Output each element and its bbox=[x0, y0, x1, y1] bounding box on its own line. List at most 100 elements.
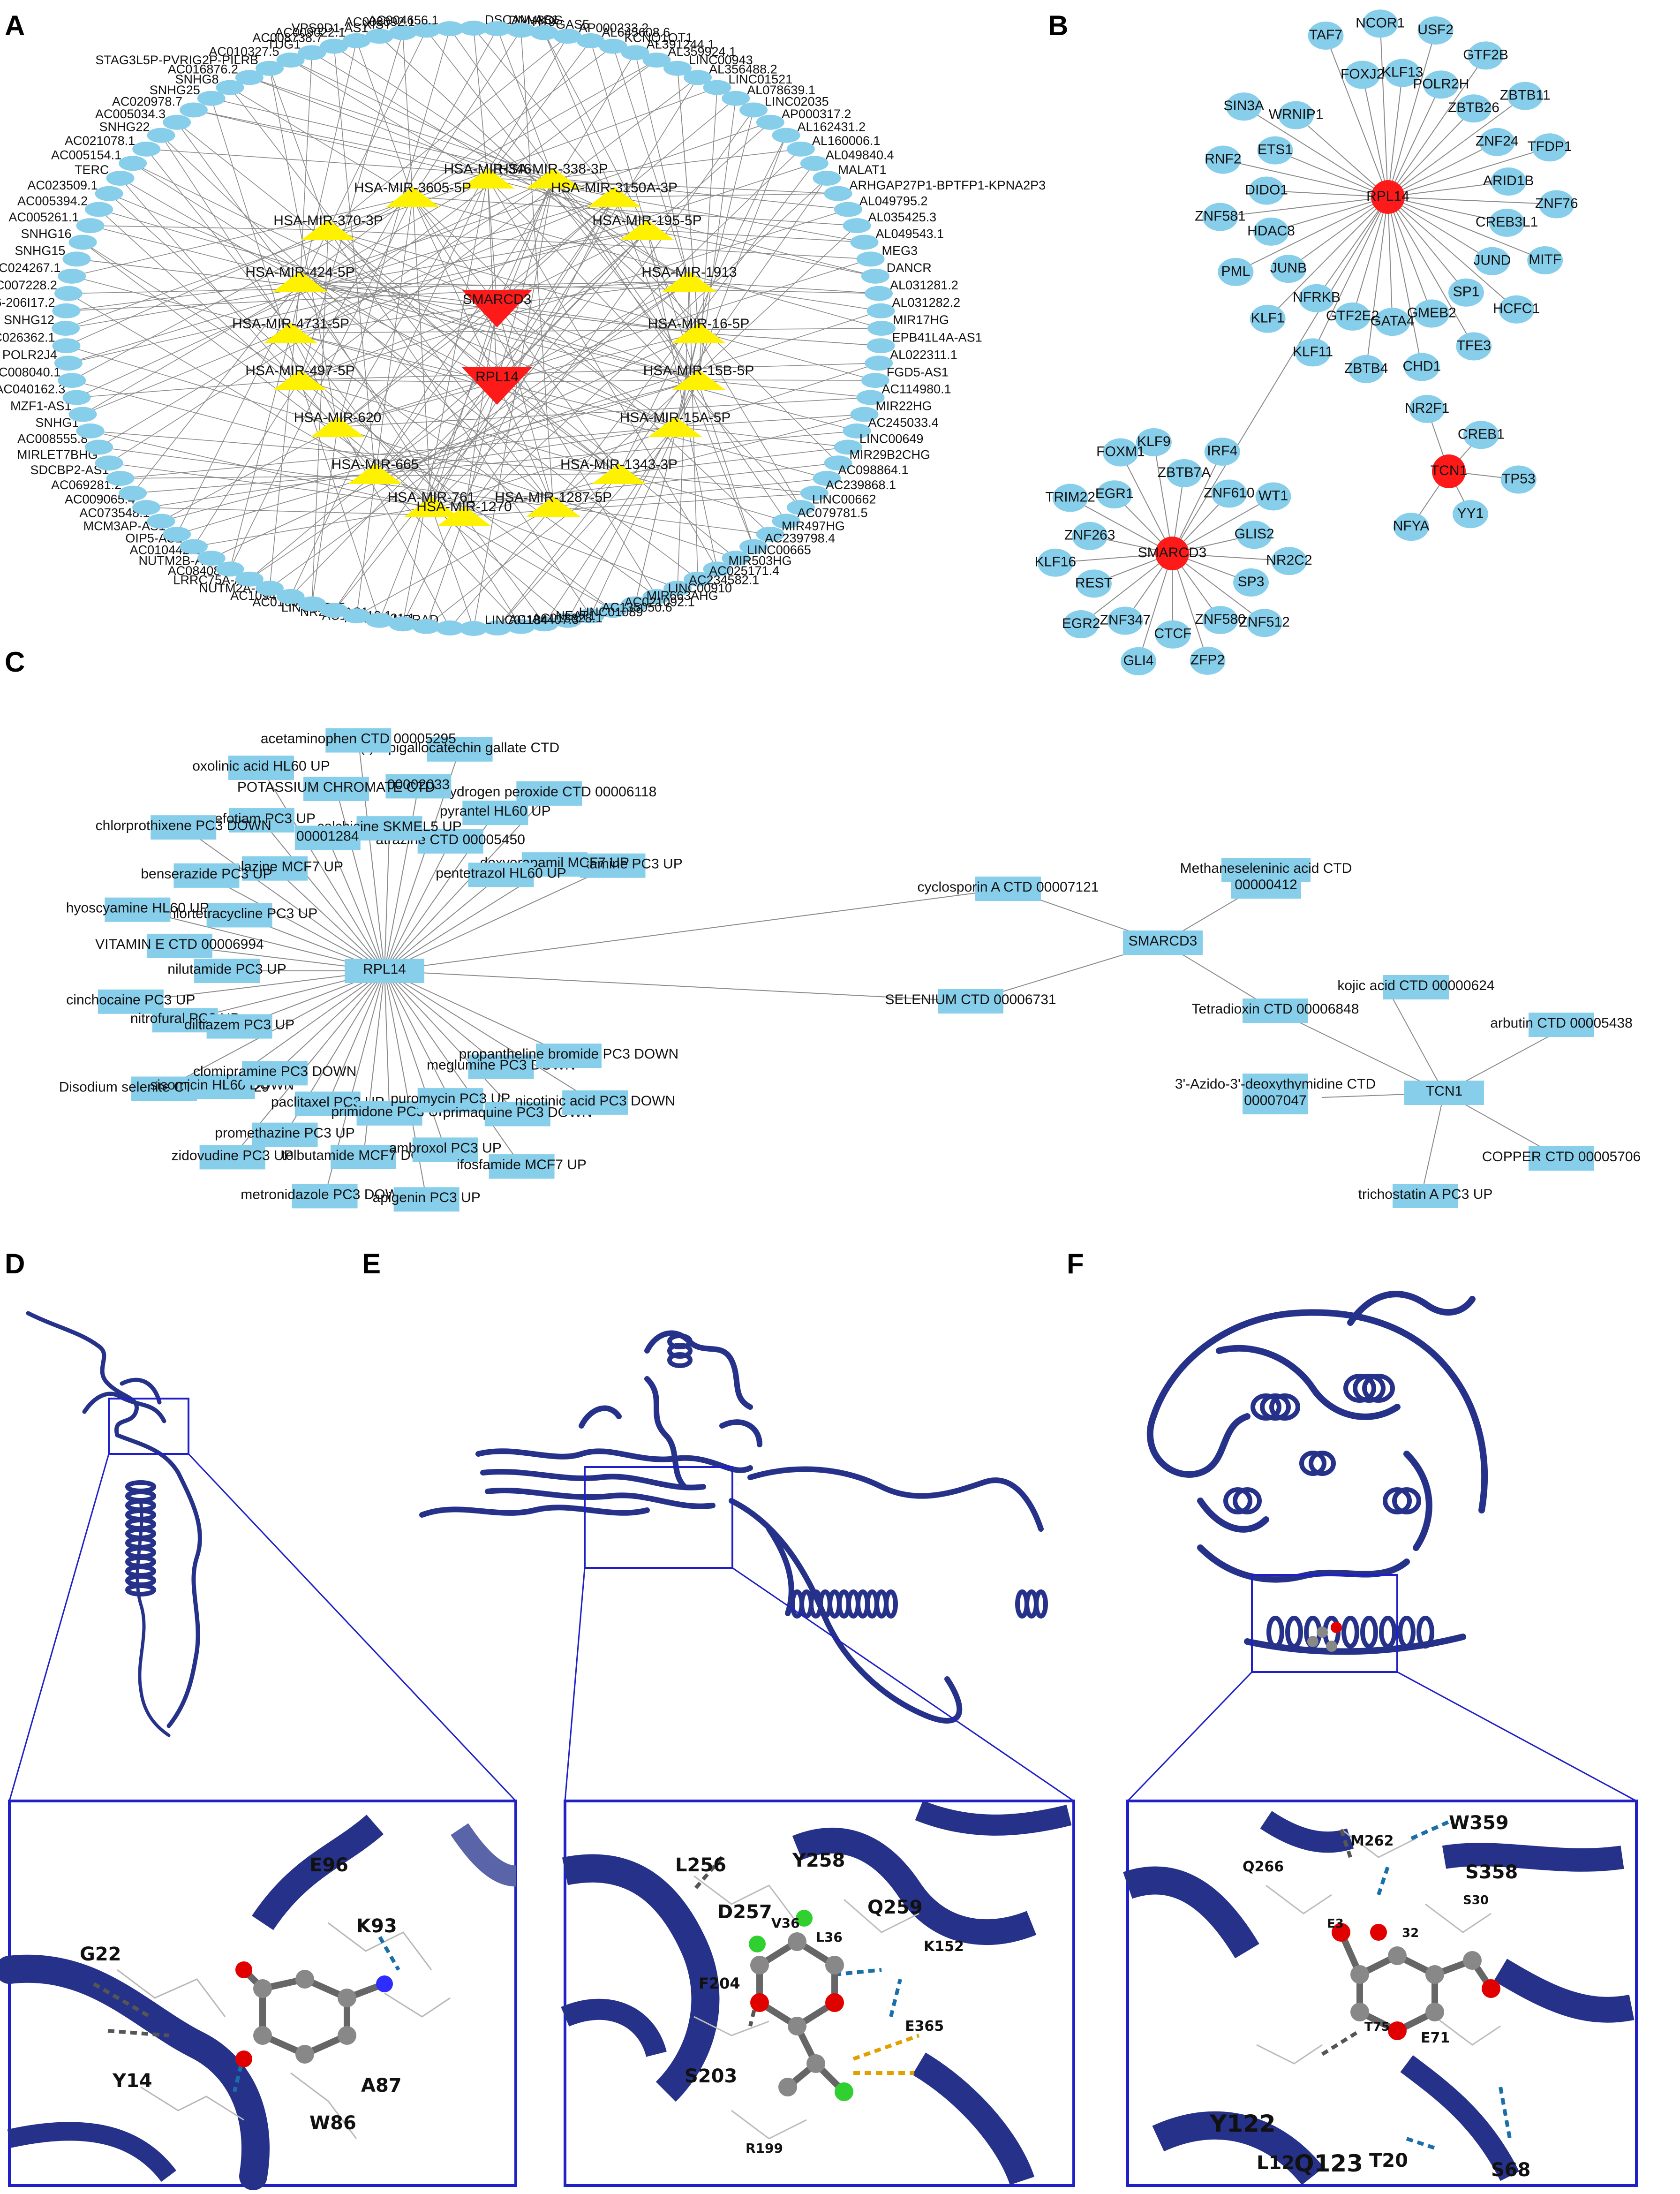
edge-a-lnc-mir-b-85 bbox=[76, 259, 699, 333]
tf-label-rpl14_tfs-23: GTF2E2 bbox=[1326, 308, 1379, 324]
lncrna-node-107 bbox=[436, 21, 464, 36]
lncrna-label-77: AC040162.3 bbox=[0, 382, 65, 396]
lncrna-label-37: AC239868.1 bbox=[826, 478, 896, 492]
lncrna-label-24: DANCR bbox=[887, 261, 932, 275]
residue-label-f-3: S358 bbox=[1465, 1861, 1518, 1883]
residue-label-d-4: A87 bbox=[361, 2075, 402, 2096]
tf-label-rpl14_tfs-6: GTF2B bbox=[1463, 47, 1508, 62]
tf-label-smarcd3_tfs-16: KLF16 bbox=[1035, 554, 1076, 570]
protein-d-helix bbox=[128, 1483, 154, 1594]
lncrna-node-21 bbox=[843, 218, 871, 233]
lncrna-node-93 bbox=[147, 128, 175, 143]
edge-b-rpl14_tfs-0 bbox=[1326, 36, 1388, 197]
mirna-label-14: HSA-MIR-665 bbox=[331, 457, 419, 472]
mirna-label-3: HSA-MIR-3150A-3P bbox=[551, 180, 678, 196]
lncrna-node-88 bbox=[85, 202, 113, 217]
drug-node-rpl14-34-label: ambroxol PC3 UP bbox=[389, 1140, 502, 1156]
edge-c-rpl14-35 bbox=[384, 971, 451, 1100]
lncrna-node-12 bbox=[722, 91, 750, 106]
mirna-label-7: HSA-MIR-1913 bbox=[641, 265, 737, 280]
zoom-panel-f: W359 M262 Q266 S358 S30 E71 Y122 Q123 L1… bbox=[1128, 1801, 1636, 2186]
tf-label-rpl14_tfs-14: MITF bbox=[1529, 252, 1561, 267]
drug-node-rpl14-40-label: propantheline bromide PC3 DOWN bbox=[459, 1046, 679, 1062]
drug-node-tcn1-0-label: Tetradioxin CTD 00006848 bbox=[1192, 1001, 1359, 1017]
lncrna-node-13 bbox=[739, 102, 768, 117]
edge-a-lnc-mir-69 bbox=[161, 427, 338, 521]
lncrna-label-28: EPB41L4A-AS1 bbox=[892, 330, 982, 344]
drug-node-tcn1-6-label: trichostatin A PC3 UP bbox=[1358, 1187, 1493, 1202]
lncrna-label-34: LINC00649 bbox=[859, 432, 924, 446]
zoom-line-d-right bbox=[188, 1454, 516, 1801]
drug-node-rpl14-36-label: ifosfamide MCF7 UP bbox=[457, 1157, 587, 1173]
residue-label-f-9: S68 bbox=[1491, 2159, 1530, 2181]
mirna-label-12: HSA-MIR-620 bbox=[294, 410, 382, 425]
tf-label-smarcd3_tfs-6: NR2C2 bbox=[1266, 552, 1312, 568]
lncrna-node-67 bbox=[180, 539, 208, 554]
tf-label-rpl14_tfs-15: JUND bbox=[1473, 253, 1511, 268]
drug-node-rpl14-28-label: promethazine PC3 UP bbox=[215, 1126, 354, 1141]
lncrna-node-69 bbox=[147, 514, 175, 529]
lncrna-label-16: AL160006.1 bbox=[812, 134, 881, 148]
zoom-line-d-left bbox=[9, 1454, 109, 1801]
residue-label-d-5: W86 bbox=[309, 2112, 356, 2134]
drug-node-rpl14-4-label: pyrantel HL60 UP bbox=[440, 803, 551, 819]
mirna-label-13: HSA-MIR-15A-5P bbox=[620, 410, 731, 425]
lncrna-node-76 bbox=[69, 407, 97, 422]
tf-label-rpl14_tfs-22: ZBTB4 bbox=[1344, 361, 1388, 376]
tf-label-smarcd3_tfs-17: ZNF263 bbox=[1064, 528, 1115, 543]
residue-label-f-13: T20 bbox=[1369, 2150, 1408, 2171]
residue-label-f-1: M262 bbox=[1350, 1833, 1394, 1849]
drug-node-rpl14-3-label: hydrogen peroxide CTD 00006118 bbox=[442, 784, 656, 800]
edge-c-rpl14-5 bbox=[384, 841, 451, 971]
residue-label-d-3: Y14 bbox=[112, 2070, 152, 2092]
lncrna-label-79: POLR2J4 bbox=[2, 348, 57, 362]
lncrna-node-77 bbox=[62, 390, 90, 405]
edge-a-mir-hub-2-0 bbox=[413, 197, 497, 305]
zoom-line-e-right bbox=[732, 1568, 1074, 1801]
zoom-panel-d: E96 G22 K93 Y14 A87 W86 bbox=[9, 1801, 516, 2186]
lncrna-node-15 bbox=[772, 128, 800, 143]
tf-label-rpl14_tfs-33: ETS1 bbox=[1258, 142, 1293, 158]
lncrna-label-27: MIR17HG bbox=[893, 313, 949, 327]
edge-c-shared-rpl14-0 bbox=[384, 889, 1008, 971]
residue-label-e-3: Q259 bbox=[867, 1897, 923, 1918]
edge-a-lnc-mir-1 bbox=[497, 29, 553, 178]
tf-label-smarcd3_tfs-2: IRF4 bbox=[1207, 443, 1237, 459]
edge-c-shared-rpl14-1 bbox=[384, 971, 971, 1001]
tf-label-smarcd3_tfs-15: REST bbox=[1075, 575, 1113, 590]
mirna-label-9: HSA-MIR-16-5P bbox=[648, 316, 750, 332]
lncrna-label-87: AC005261.1 bbox=[8, 210, 79, 224]
lncrna-node-22 bbox=[850, 235, 878, 250]
tf-label-smarcd3_tfs-4: WT1 bbox=[1258, 488, 1288, 503]
hub-node-c-1-label: SMARCD3 bbox=[1129, 933, 1198, 949]
lncrna-node-20 bbox=[834, 202, 862, 217]
lncrna-label-89: AC023509.1 bbox=[27, 178, 98, 192]
lncrna-node-1 bbox=[483, 21, 512, 36]
tf-label-tcn1_tfs-3: YY1 bbox=[1457, 506, 1484, 521]
lncrna-node-83 bbox=[54, 286, 83, 301]
edge-a-lnc-mir-56 bbox=[426, 516, 464, 627]
lncrna-label-22: AL049543.1 bbox=[875, 227, 944, 241]
drug-node-rpl14-39-label: nicotinic acid PC3 DOWN bbox=[515, 1093, 675, 1109]
edge-c-rpl14-39 bbox=[384, 971, 595, 1103]
tf-label-rpl14_tfs-10: TFDP1 bbox=[1527, 139, 1572, 154]
lncrna-node-66 bbox=[197, 551, 226, 566]
lncrna-label-14: AP000317.2 bbox=[782, 107, 851, 121]
zoom-panel-e: L256 Y258 D257 Q259 V36 L36 K152 F204 E3… bbox=[565, 1801, 1074, 2186]
lncrna-node-82 bbox=[52, 303, 80, 318]
lncrna-node-74 bbox=[85, 439, 113, 454]
zoom-line-f-right bbox=[1397, 1672, 1636, 1801]
residue-label-f-4: S30 bbox=[1463, 1893, 1489, 1907]
tf-label-smarcd3_tfs-9: ZNF580 bbox=[1195, 612, 1245, 627]
edge-a-mir-hub-18-0 bbox=[464, 305, 497, 516]
drug-node-shared-0-label: cyclosporin A CTD 00007121 bbox=[918, 879, 1099, 895]
lncrna-label-32: MIR22HG bbox=[875, 399, 932, 413]
lncrna-label-80: AC026362.1 bbox=[0, 330, 55, 344]
hub-label-a-1: RPL14 bbox=[475, 369, 519, 385]
edge-c-tcn1-5 bbox=[1421, 1093, 1444, 1198]
drug-node-rpl14-33-label: apigenin PC3 UP bbox=[373, 1190, 481, 1205]
residue-label-d-0: E96 bbox=[309, 1854, 348, 1876]
drug-node-tcn1-1-label: kojic acid CTD 00000624 bbox=[1337, 978, 1494, 993]
drug-node-rpl14-15-label: chlorprothixene PC3 DOWN bbox=[96, 818, 271, 833]
edge-b-rpl14_tfs-19 bbox=[1388, 197, 1431, 314]
